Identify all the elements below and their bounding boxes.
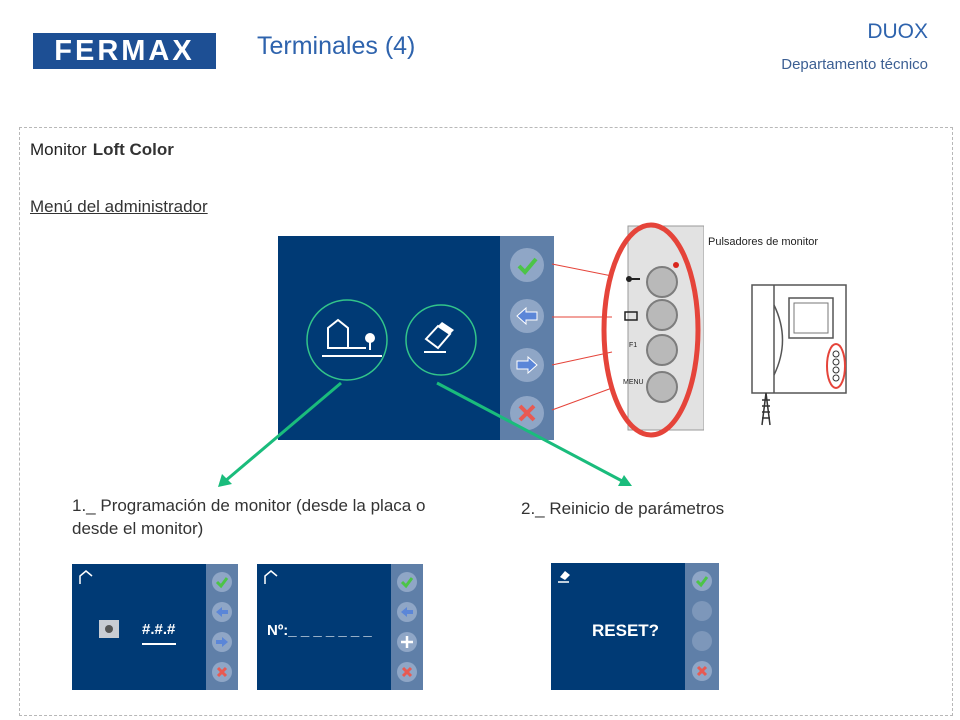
home-menu-circle	[306, 299, 388, 381]
pulsadores-label: Pulsadores de monitor	[708, 236, 819, 248]
screen1-graphics	[79, 570, 176, 645]
monitor-model: Loft Color	[92, 140, 174, 159]
content-frame	[19, 127, 953, 716]
button-panel-drawing	[601, 222, 705, 438]
arrow-left-icon	[401, 607, 413, 617]
check-icon	[517, 257, 538, 275]
check-icon	[400, 577, 414, 589]
house-key-icon	[322, 318, 382, 357]
menu-label: MENU	[623, 379, 644, 386]
cancel-button[interactable]	[397, 662, 417, 682]
cancel-button[interactable]	[692, 661, 712, 681]
cancel-button[interactable]	[212, 662, 232, 682]
confirm-button[interactable]	[510, 248, 544, 282]
screen3-sidebar	[685, 563, 719, 690]
monitor-label: Monitor	[30, 140, 87, 159]
logo-text: FERMAX	[54, 34, 195, 67]
main-monitor-screen	[278, 236, 500, 440]
check-icon	[215, 577, 229, 589]
button-panel-closeup: F1 MENU	[598, 218, 705, 438]
department-label: Departamento técnico	[781, 56, 928, 73]
callout-line	[551, 351, 613, 366]
monitor-heading: Monitor Loft Color	[30, 140, 174, 160]
screen3-graphics	[558, 571, 570, 583]
screen-programming-code: #.#.#	[72, 564, 206, 690]
forward-button[interactable]	[510, 348, 544, 382]
close-icon	[216, 666, 228, 678]
monitor-button-1	[646, 266, 678, 298]
empty-button[interactable]	[692, 631, 712, 651]
monitor-button-2	[646, 299, 678, 331]
monitor-button-3	[646, 334, 678, 366]
add-button[interactable]	[397, 632, 417, 652]
arrow-right-icon	[216, 637, 228, 647]
reset-menu-circle	[405, 304, 477, 376]
admin-menu-heading: Menú del administrador	[30, 197, 208, 216]
step1-label: 1._ Programación de monitor (desde la pl…	[72, 496, 426, 538]
confirm-button[interactable]	[692, 571, 712, 591]
back-button[interactable]	[212, 602, 232, 622]
f1-label: F1	[629, 342, 638, 349]
eraser-icon	[424, 322, 454, 353]
reset-prompt: RESET?	[592, 621, 660, 640]
back-button[interactable]	[397, 602, 417, 622]
fermax-logo: FERMAX	[33, 33, 216, 69]
screen-programming-number: Nº:_ _ _ _ _ _ _	[257, 564, 391, 690]
monitor-button-4	[646, 371, 678, 403]
plus-icon	[401, 636, 413, 648]
empty-button[interactable]	[692, 601, 712, 621]
status-led	[673, 262, 679, 268]
confirm-button[interactable]	[212, 572, 232, 592]
cancel-button[interactable]	[510, 396, 544, 430]
check-icon	[695, 576, 709, 588]
back-button[interactable]	[510, 299, 544, 333]
callout-line	[551, 263, 613, 277]
number-display: Nº:_ _ _ _ _ _ _	[267, 622, 372, 639]
key-icon	[626, 276, 640, 282]
main-menu-icons	[306, 299, 477, 381]
monitor-device-illustration	[751, 284, 847, 426]
arrow-right-icon	[516, 355, 538, 375]
close-icon	[518, 404, 536, 422]
arrow-left-icon	[516, 306, 538, 326]
page-title: Terminales (4)	[257, 32, 416, 60]
device-button-highlight	[826, 343, 846, 389]
screen2-sidebar	[391, 564, 423, 690]
forward-button[interactable]	[212, 632, 232, 652]
screen-reset: RESET?	[551, 563, 685, 690]
screen2-graphics	[264, 570, 278, 584]
confirm-button[interactable]	[397, 572, 417, 592]
house-key-icon	[79, 570, 93, 584]
step2-label: 2._ Reinicio de parámetros	[521, 499, 725, 518]
code-display: #.#.#	[142, 621, 176, 638]
house-key-icon	[264, 570, 278, 584]
close-icon	[401, 666, 413, 678]
eraser-icon	[560, 571, 570, 580]
screen-icon	[624, 311, 638, 321]
close-icon	[696, 665, 708, 677]
callout-ellipse	[601, 222, 701, 438]
brand-label: DUOX	[867, 20, 928, 43]
arrow-left-icon	[216, 607, 228, 617]
screen1-sidebar	[206, 564, 238, 690]
